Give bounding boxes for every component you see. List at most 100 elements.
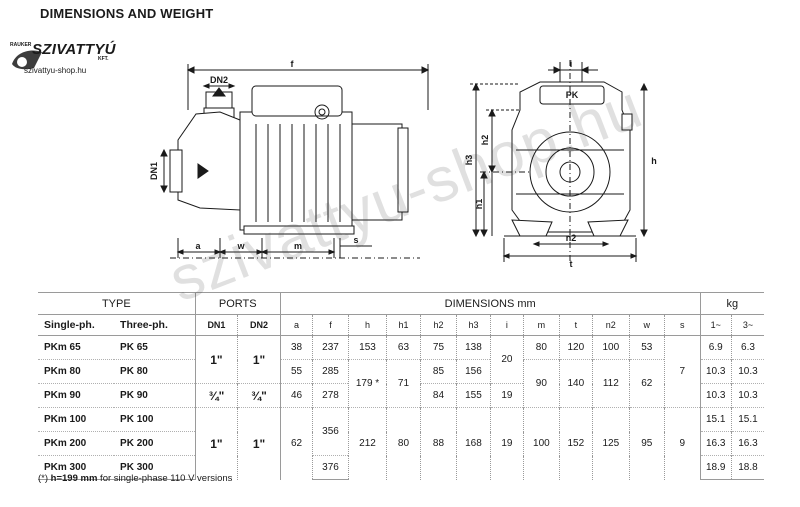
technical-drawings: f DN2 DN1 a w m s — [149, 59, 657, 269]
group-dimensions: DIMENSIONS mm — [279, 292, 701, 315]
cell-kg-3ph: 16.3 — [730, 431, 764, 456]
cell-dn1: 1" — [194, 335, 238, 384]
cell-three: PK 65 — [120, 342, 148, 353]
cell-kg-1ph: 15.1 — [699, 407, 732, 432]
col-m: m — [523, 314, 560, 336]
table-row: PKm 100 PK 100 1" 1" 62 356 212 80 88 16… — [38, 407, 764, 480]
cell-n2: 125 — [592, 407, 630, 480]
col-s: s — [664, 314, 701, 336]
cell-kg-1ph: 18.9 — [699, 455, 732, 480]
pump-front-view-drawing: PK i h h3 h2 h1 n2 t — [464, 59, 657, 269]
cell-t: 140 — [558, 359, 593, 408]
footnote: (*) h=199 mm for single-phase 110 V vers… — [38, 473, 232, 484]
cell-m: 80 — [523, 335, 560, 360]
dim-n2-label: n2 — [566, 233, 577, 243]
cell-w: 53 — [628, 335, 665, 360]
cell-single: PKm 90 — [38, 383, 115, 408]
cell-a: 62 — [279, 407, 313, 480]
col-kg-1ph: 1~ — [699, 314, 732, 336]
cell-dn2: ¾" — [237, 383, 281, 408]
col-h1: h1 — [386, 314, 421, 336]
table-row: PKm 200 PK 200 16.3 16.3 — [38, 431, 764, 456]
table-row: PKm 80 PK 80 55 285 179 * 71 85 156 90 1… — [38, 359, 764, 408]
cell-kg-1ph: 10.3 — [699, 359, 732, 384]
dim-f-label: f — [291, 59, 295, 69]
dim-h3-label: h3 — [464, 155, 474, 166]
cell-h1: 63 — [386, 335, 421, 360]
cell-three: PK 200 — [114, 431, 196, 456]
pump-side-view-drawing: f DN2 DN1 a w m s — [149, 59, 430, 259]
col-kg-3ph: 3~ — [730, 314, 764, 336]
cell-a: 38 — [279, 335, 313, 360]
cell-h1: 71 — [386, 359, 421, 408]
cell-kg-1ph: 10.3 — [699, 383, 732, 408]
cell-dn1: 1" — [194, 407, 238, 480]
cell-s: 7 — [664, 335, 701, 408]
cell-h: 212 — [347, 407, 387, 480]
cell-h1: 80 — [386, 407, 421, 480]
dim-m-label: m — [294, 241, 302, 251]
cell-h3: 138 — [456, 335, 491, 360]
dim-h1-label: h1 — [474, 199, 484, 210]
table-row: PKm 90 PK 90 ¾" ¾" 46 278 84 155 19 10.3… — [38, 383, 764, 408]
col-i: i — [489, 314, 524, 336]
brand-site: szivattyu-shop.hu — [24, 66, 87, 75]
cell-f: 356 — [312, 407, 349, 456]
cell-three: PK 100 — [114, 407, 196, 432]
cell-f: 376 — [312, 455, 349, 480]
cell-single: PKm 65 — [44, 342, 81, 353]
cell-kg-1ph: 16.3 — [699, 431, 732, 456]
cell-kg-3ph: 10.3 — [730, 359, 764, 384]
cell-n2: 100 — [592, 335, 630, 360]
cell-h2: 84 — [419, 383, 457, 408]
cell-three: PK 300 — [114, 455, 196, 480]
col-dn1: DN1 — [194, 314, 238, 336]
cell-h3: 155 — [456, 383, 491, 408]
col-h3: h3 — [456, 314, 491, 336]
cell-t: 120 — [558, 335, 593, 360]
group-type: TYPE — [38, 292, 196, 315]
dim-dn1-label: DN1 — [149, 162, 159, 180]
cell-h2: 85 — [419, 359, 457, 384]
cell-w: 62 — [628, 359, 665, 408]
cell-a: 55 — [279, 359, 313, 384]
cell-single: PKm 80 — [38, 359, 115, 384]
brand-kft: KFT. — [98, 56, 109, 62]
dimensions-table: TYPE PORTS DIMENSIONS mm kg Single-ph. T… — [38, 292, 764, 480]
cell-three: PK 80 — [114, 359, 196, 384]
cell-h3: 168 — [456, 407, 491, 480]
dim-a-label: a — [195, 241, 201, 251]
col-f: f — [312, 314, 349, 336]
cell-w: 95 — [628, 407, 665, 480]
cell-kg-3ph: 10.3 — [730, 383, 764, 408]
cell-kg-3ph: 15.1 — [730, 407, 764, 432]
cell-single: PKm 300 — [38, 455, 115, 480]
cell-f: 278 — [312, 383, 349, 408]
cell-dn1: ¾" — [194, 383, 238, 408]
cell-single: PKm 100 — [38, 407, 115, 432]
col-t: t — [558, 314, 593, 336]
col-a: a — [279, 314, 313, 336]
cell-m: 90 — [523, 359, 560, 408]
dim-i-label: i — [570, 59, 573, 69]
cell-h: 153 — [347, 335, 387, 360]
col-n2: n2 — [592, 314, 630, 336]
cell-i: 19 — [489, 407, 524, 480]
cell-dn2: 1" — [237, 407, 281, 480]
col-dn2: DN2 — [237, 314, 281, 336]
dim-dn2-label: DN2 — [210, 75, 228, 85]
cell-kg-3ph: 18.8 — [730, 455, 764, 480]
cell-f: 285 — [312, 359, 349, 384]
dim-h-label: h — [651, 156, 657, 166]
dim-t-label: t — [570, 259, 573, 269]
footnote-star: (*) — [38, 473, 51, 484]
table-row: PKm 300 PK 300 376 18.9 18.8 — [38, 455, 764, 480]
cell-kg-3ph: 6.3 — [730, 335, 764, 360]
pk-badge: PK — [566, 90, 579, 100]
dim-w-label: w — [236, 241, 245, 251]
cell-m: 100 — [523, 407, 560, 480]
cell-f: 237 — [312, 335, 349, 360]
cell-a: 46 — [279, 383, 313, 408]
cell-h2: 88 — [419, 407, 457, 480]
cell-i: 19 — [489, 383, 524, 408]
